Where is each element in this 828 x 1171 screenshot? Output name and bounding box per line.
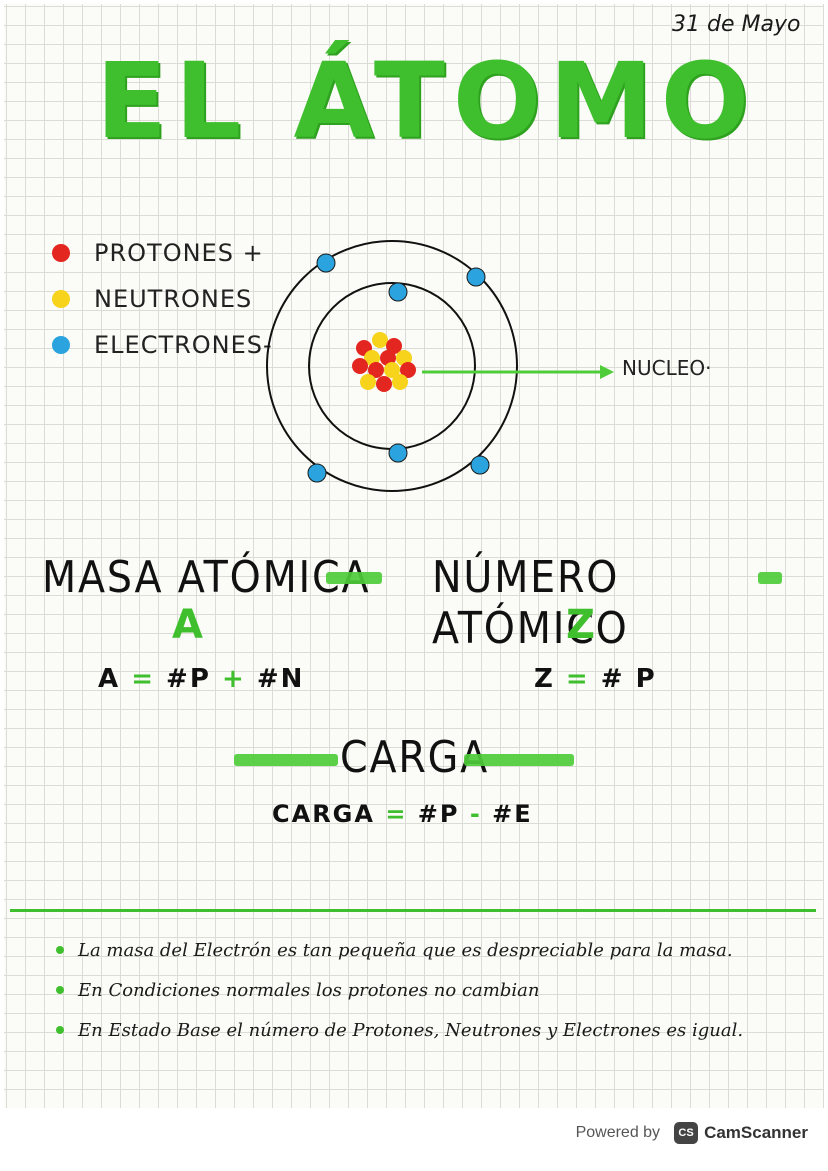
list-item: La masa del Electrón es tan pequeña que … (56, 930, 743, 970)
formula-protons: #P (417, 800, 460, 828)
masa-atomica-heading: MASA ATÓMICA (42, 552, 371, 603)
numero-atomico-heading: NÚMERO ATÓMICO (432, 552, 629, 654)
list-item: En Condiciones normales los protones no … (56, 970, 743, 1010)
equals-sign: = (565, 664, 590, 694)
formula-lhs: A (98, 664, 121, 694)
nucleus (352, 332, 416, 392)
date-text: 31 de Mayo (672, 12, 801, 37)
bullet-icon (56, 1026, 64, 1034)
red-dot-icon (52, 244, 70, 262)
nucleus-label: NUCLEO· (622, 356, 712, 380)
green-highlight (758, 572, 782, 584)
camscanner-logo-icon: CS (674, 1122, 699, 1144)
legend-label: PROTONES + (94, 239, 264, 267)
powered-by-text: Powered by (575, 1124, 661, 1141)
atom-diagram (266, 240, 614, 492)
legend-item-neutrons: NEUTRONES (50, 276, 273, 322)
blue-dot-icon (52, 336, 70, 354)
legend-label: NEUTRONES (94, 285, 253, 313)
note-text: En Estado Base el número de Protones, Ne… (78, 1019, 744, 1041)
numero-formula: Z = # P (534, 664, 657, 694)
legend-label: ELECTRONES- (94, 331, 273, 359)
masa-formula: A = #P + #N (98, 664, 304, 694)
outer-orbit (266, 240, 518, 492)
formula-lhs: Z (534, 664, 555, 694)
formula-electrons: #E (492, 800, 533, 828)
formula-protons: #P (166, 664, 211, 694)
minus-sign: - (469, 800, 482, 828)
green-highlight (234, 754, 338, 766)
masa-symbol: A (172, 602, 203, 648)
formula-protons: # P (600, 664, 657, 694)
equals-sign: = (131, 664, 155, 694)
bullet-icon (56, 946, 64, 954)
legend-item-protons: PROTONES + (50, 230, 273, 276)
legend: PROTONES + NEUTRONES ELECTRONES- (50, 230, 273, 368)
legend-item-electrons: ELECTRONES- (50, 322, 273, 368)
notebook-page: 31 de Mayo EL ÁTOMO PROTONES + NEUTRONES… (4, 4, 824, 1108)
bullet-icon (56, 986, 64, 994)
notes-list: La masa del Electrón es tan pequeña que … (56, 930, 743, 1050)
section-divider (10, 909, 816, 912)
carga-formula: CARGA = #P - #E (272, 800, 533, 828)
carga-heading: CARGA (340, 732, 490, 783)
camscanner-footer: Powered by CS CamScanner (576, 1122, 808, 1144)
arrow-head-icon (600, 365, 614, 379)
note-text: En Condiciones normales los protones no … (78, 979, 540, 1001)
yellow-dot-icon (52, 290, 70, 308)
formula-lhs: CARGA (272, 800, 375, 828)
page-title: EL ÁTOMO (96, 40, 758, 162)
note-text: La masa del Electrón es tan pequeña que … (78, 939, 733, 961)
electrons (307, 253, 490, 483)
formula-neutrons: #N (256, 664, 305, 694)
camscanner-brand: CamScanner (704, 1123, 808, 1142)
list-item: En Estado Base el número de Protones, Ne… (56, 1010, 743, 1050)
numero-symbol: Z (566, 602, 596, 648)
green-highlight (464, 754, 574, 766)
green-highlight (326, 572, 382, 584)
equals-sign: = (385, 800, 408, 828)
plus-sign: + (221, 664, 246, 694)
